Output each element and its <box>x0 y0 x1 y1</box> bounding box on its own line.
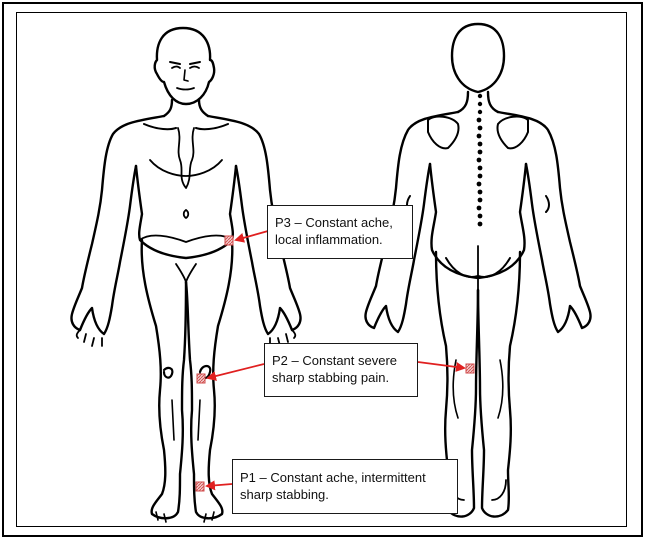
pain-marker-p2-front <box>197 374 205 383</box>
callout-p2: P2 – Constant severe sharp stabbing pain… <box>264 343 418 397</box>
arrow-p2-front <box>208 364 264 378</box>
pain-marker-p3 <box>225 236 233 245</box>
pain-marker-p1 <box>196 482 204 491</box>
back-body-figure <box>365 24 590 517</box>
callout-p1-line1: P1 – Constant ache, intermittent <box>240 469 450 486</box>
arrow-p3 <box>236 231 268 240</box>
spine-dots <box>477 94 483 227</box>
callout-p1-line2: sharp stabbing. <box>240 486 450 503</box>
arrow-p2-back <box>418 362 464 368</box>
callout-p3-line1: P3 – Constant ache, <box>275 214 405 231</box>
callout-p2-line2: sharp stabbing pain. <box>272 369 410 386</box>
callout-p3: P3 – Constant ache, local inflammation. <box>267 205 413 259</box>
pain-marker-p2-back <box>466 364 474 373</box>
callout-p3-line2: local inflammation. <box>275 231 405 248</box>
front-body-figure <box>71 28 300 522</box>
callout-p2-line1: P2 – Constant severe <box>272 352 410 369</box>
callout-p1: P1 – Constant ache, intermittent sharp s… <box>232 459 458 514</box>
